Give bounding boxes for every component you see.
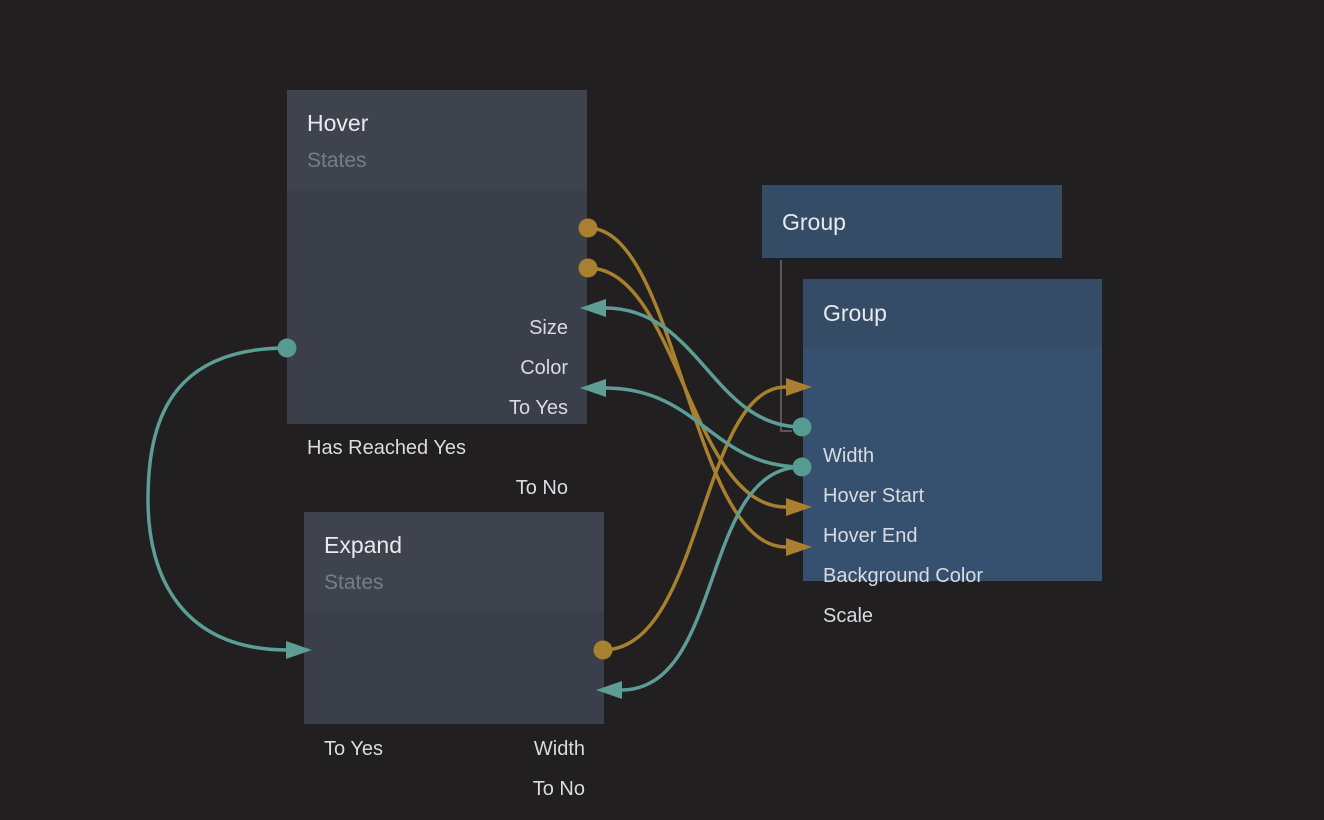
- node-group-body: Width Hover Start Hover End Background C…: [803, 348, 1102, 627]
- port-label-expand-to-yes: To Yes: [324, 738, 383, 760]
- node-group-parent[interactable]: Group: [762, 185, 1062, 258]
- port-label-group-background-color: Background Color: [823, 565, 984, 587]
- node-expand-title: Expand: [324, 532, 403, 558]
- connection-hover-size-to-group-scale[interactable]: [586, 226, 788, 549]
- port-label-group-width: Width: [823, 445, 875, 467]
- connection-group-hover-end-to-expand-to-no[interactable]: [619, 465, 804, 692]
- port-label-group-hover-start: Hover Start: [823, 485, 925, 507]
- port-label-expand-to-no: To No: [532, 778, 585, 800]
- port-label-group-hover-end: Hover End: [823, 525, 918, 547]
- node-group-parent-title: Group: [782, 209, 846, 235]
- node-group-title: Group: [823, 300, 887, 326]
- node-expand[interactable]: Expand States To Yes Width To No: [304, 512, 604, 800]
- port-label-hover-size: Size: [529, 317, 568, 339]
- port-label-hover-to-no: To No: [515, 477, 568, 499]
- connection-hover-color-to-group-background-color[interactable]: [586, 266, 788, 509]
- node-expand-subtitle: States: [324, 571, 384, 594]
- port-label-hover-has-reached-yes: Has Reached Yes: [307, 437, 467, 459]
- node-hover-body: Size Color To Yes Has Reached Yes To No: [287, 190, 587, 499]
- node-expand-body: To Yes Width To No: [304, 611, 604, 800]
- hierarchy-line-group-parent-to-group: [780, 260, 792, 432]
- port-label-group-scale: Scale: [823, 605, 874, 627]
- port-label-hover-to-yes: To Yes: [509, 397, 568, 419]
- node-hover-header[interactable]: Hover States: [287, 90, 587, 191]
- node-group-parent-header[interactable]: Group: [762, 185, 1062, 258]
- node-group-header[interactable]: Group: [803, 279, 1102, 349]
- connection-group-hover-start-to-hover-to-yes[interactable]: [603, 306, 804, 429]
- node-hover-title: Hover: [307, 110, 369, 136]
- connection-expand-width-to-group-width[interactable]: [601, 385, 788, 652]
- node-hover-subtitle: States: [307, 149, 367, 172]
- connection-hover-has-reached-yes-to-expand-to-yes[interactable]: [146, 346, 290, 652]
- node-expand-header[interactable]: Expand States: [304, 512, 604, 612]
- node-hover[interactable]: Hover States Size Color To Yes Has Reach…: [287, 90, 587, 499]
- port-label-expand-width: Width: [533, 738, 585, 760]
- port-label-hover-color: Color: [520, 357, 568, 379]
- node-group[interactable]: Group Width Hover Start Hover End Backgr…: [803, 279, 1102, 627]
- connection-group-hover-end-to-hover-to-no[interactable]: [603, 386, 804, 469]
